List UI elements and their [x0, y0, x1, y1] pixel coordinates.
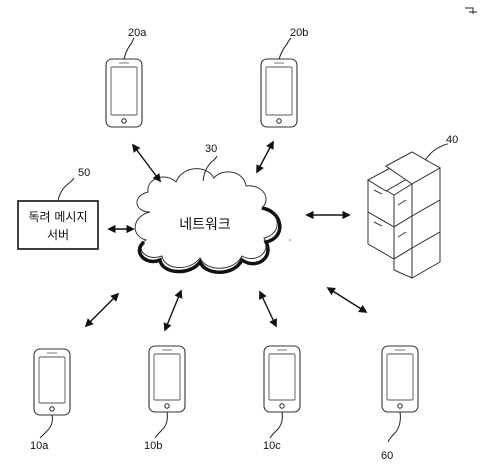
phone-10a — [33, 348, 71, 439]
network-text: 네트워크 — [179, 217, 231, 233]
corner-mark-icon — [465, 7, 477, 14]
label-50: 50 — [78, 167, 90, 179]
label-10c: 10c — [263, 440, 281, 452]
phone-20b — [260, 37, 298, 128]
server-text-line1: 독려 메시지 — [28, 210, 87, 224]
phone-10b — [148, 345, 186, 439]
label-40: 40 — [446, 134, 458, 146]
server-text-line2: 서버 — [47, 228, 69, 242]
dot-mark — [289, 239, 291, 241]
arrow-60-network — [326, 287, 368, 313]
message-server — [17, 177, 99, 250]
arrow-20a-network — [131, 143, 162, 183]
label-20b: 20b — [290, 27, 308, 39]
arrow-10c-network — [259, 290, 277, 328]
arrow-10b-network — [163, 289, 183, 332]
label-30: 30 — [205, 143, 217, 155]
database-servers — [366, 143, 449, 279]
network-cloud — [134, 155, 282, 274]
phone-60 — [381, 345, 419, 443]
label-20a: 20a — [128, 27, 147, 39]
label-60: 60 — [381, 450, 393, 462]
connection-arrows — [84, 140, 368, 332]
label-10b: 10b — [144, 440, 162, 452]
phone-10c — [263, 345, 301, 439]
label-10a: 10a — [30, 440, 49, 452]
phone-20a — [105, 37, 143, 128]
arrow-20b-network — [256, 140, 274, 174]
arrow-10a-network — [84, 292, 120, 328]
